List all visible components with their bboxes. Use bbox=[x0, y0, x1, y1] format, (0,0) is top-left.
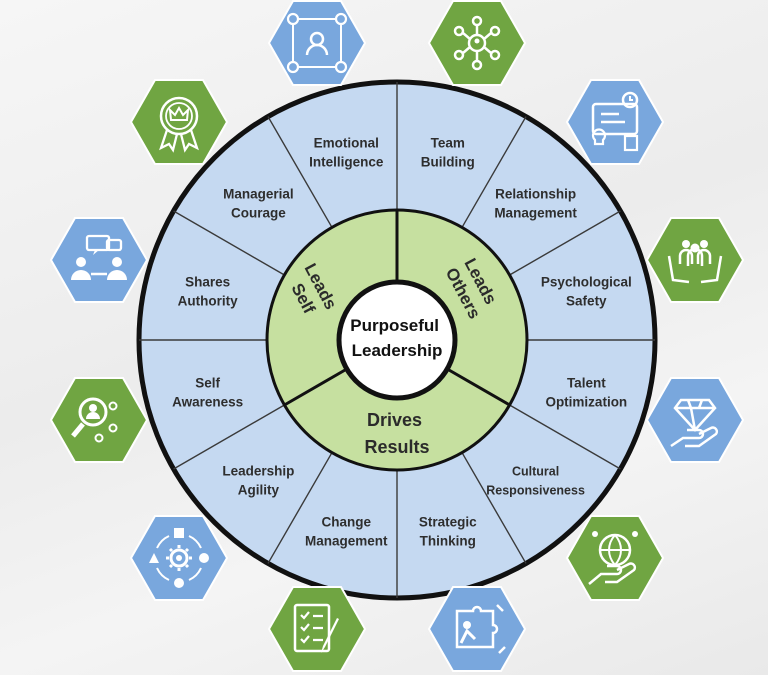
competency-hexagon bbox=[425, 0, 529, 89]
outer-ring-dividers bbox=[139, 82, 655, 598]
puzzle-person-icon bbox=[455, 604, 506, 654]
outer-divider bbox=[267, 116, 333, 228]
crown-badge-icon bbox=[159, 96, 200, 154]
outer-divider bbox=[509, 210, 621, 276]
outer-divider bbox=[461, 116, 527, 228]
magnify-people-icon bbox=[71, 397, 118, 443]
competency-hexagon bbox=[127, 76, 231, 168]
svg-text:Purposeful Leadership: Purposeful Leadership bbox=[350, 316, 444, 360]
competency-hexagon bbox=[127, 512, 231, 604]
globe-hand-icon bbox=[587, 530, 638, 585]
team-connection-icon bbox=[287, 12, 348, 73]
competency-hexagon bbox=[643, 374, 747, 466]
conversation-icon bbox=[71, 235, 128, 281]
outer-divider bbox=[509, 404, 621, 470]
outer-divider bbox=[173, 404, 285, 470]
competency-hexagon bbox=[265, 583, 369, 675]
outer-divider bbox=[173, 210, 285, 276]
center-title-line1: Purposeful bbox=[350, 316, 439, 335]
competency-hexagon bbox=[643, 214, 747, 306]
competency-hexagon bbox=[47, 374, 151, 466]
competency-hexagon bbox=[47, 214, 151, 306]
inner-divider bbox=[283, 367, 348, 407]
center-circle bbox=[336, 279, 458, 401]
competency-hexagon bbox=[425, 583, 529, 675]
competency-hexagon bbox=[563, 512, 667, 604]
diamond-hand-icon bbox=[669, 398, 718, 447]
center-title-line2: Leadership bbox=[352, 341, 443, 360]
competency-hexagon bbox=[563, 76, 667, 168]
outer-divider bbox=[461, 452, 527, 564]
protecting-hands-group-icon bbox=[667, 240, 722, 284]
zone-label-drives-results: Drives Results bbox=[364, 410, 429, 457]
competency-hexagon bbox=[265, 0, 369, 89]
center-label: Purposeful Leadership bbox=[350, 316, 444, 360]
outer-divider bbox=[267, 452, 333, 564]
dashboard-ideas-icon bbox=[591, 91, 639, 152]
cycle-gear-icon bbox=[149, 527, 210, 588]
checklist-pen-icon bbox=[294, 603, 340, 653]
inner-divider bbox=[446, 367, 511, 407]
inner-ring-dividers bbox=[283, 210, 511, 407]
network-people-icon bbox=[453, 15, 500, 70]
